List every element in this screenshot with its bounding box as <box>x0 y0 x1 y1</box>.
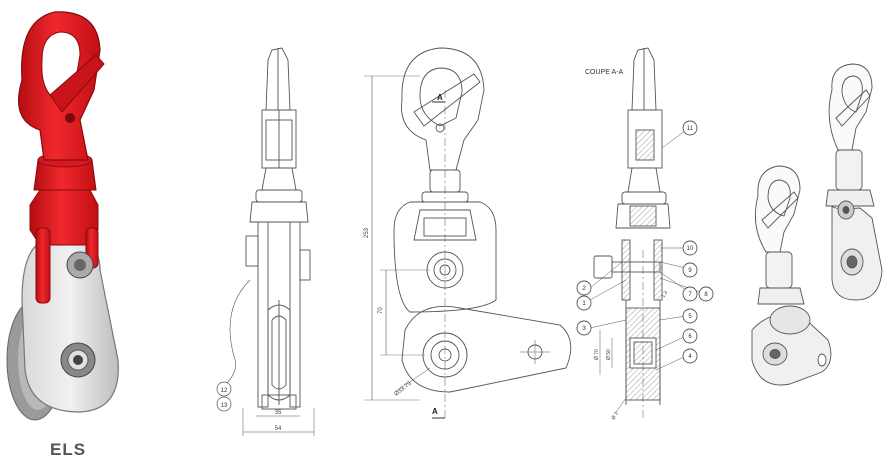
dim-bore-a: Ø 70 <box>594 349 600 360</box>
balloon-13: 13 <box>221 403 228 409</box>
front-view-drawing <box>364 47 572 420</box>
dim-groove: Ø 3 <box>611 411 620 421</box>
balloon-1: 1 <box>582 301 586 307</box>
dim-bore-b: Ø 50 <box>606 349 612 360</box>
balloon-5: 5 <box>688 314 692 320</box>
dim-angle: 1.3 <box>661 290 670 299</box>
balloon-4: 4 <box>688 354 692 360</box>
balloon-11: 11 <box>687 126 694 132</box>
product-render <box>6 11 119 421</box>
balloon-10: 10 <box>687 246 694 252</box>
balloon-3: 3 <box>582 326 586 332</box>
section-view-drawing <box>576 47 714 420</box>
dim-height-total: 253 <box>364 227 370 238</box>
balloon-12: 12 <box>221 388 228 394</box>
balloon-2: 2 <box>582 286 586 292</box>
section-cut-bottom: A <box>432 407 438 416</box>
side-view-drawing <box>216 47 315 436</box>
dim-height-partial: 70 <box>378 307 384 314</box>
balloon-8: 8 <box>704 292 708 298</box>
balloon-7: 7 <box>688 292 692 298</box>
dim-width-inner: 35 <box>275 410 282 416</box>
balloon-9: 9 <box>688 268 692 274</box>
dim-sheave-dia: Ø33.73 <box>394 380 414 397</box>
isometric-views <box>751 63 883 386</box>
balloon-6: 6 <box>688 334 692 340</box>
product-caption: ELS <box>50 440 87 459</box>
section-cut-top: A <box>437 93 443 102</box>
section-title: COUPE A-A <box>585 69 623 76</box>
dim-width-outer: 54 <box>275 426 282 432</box>
